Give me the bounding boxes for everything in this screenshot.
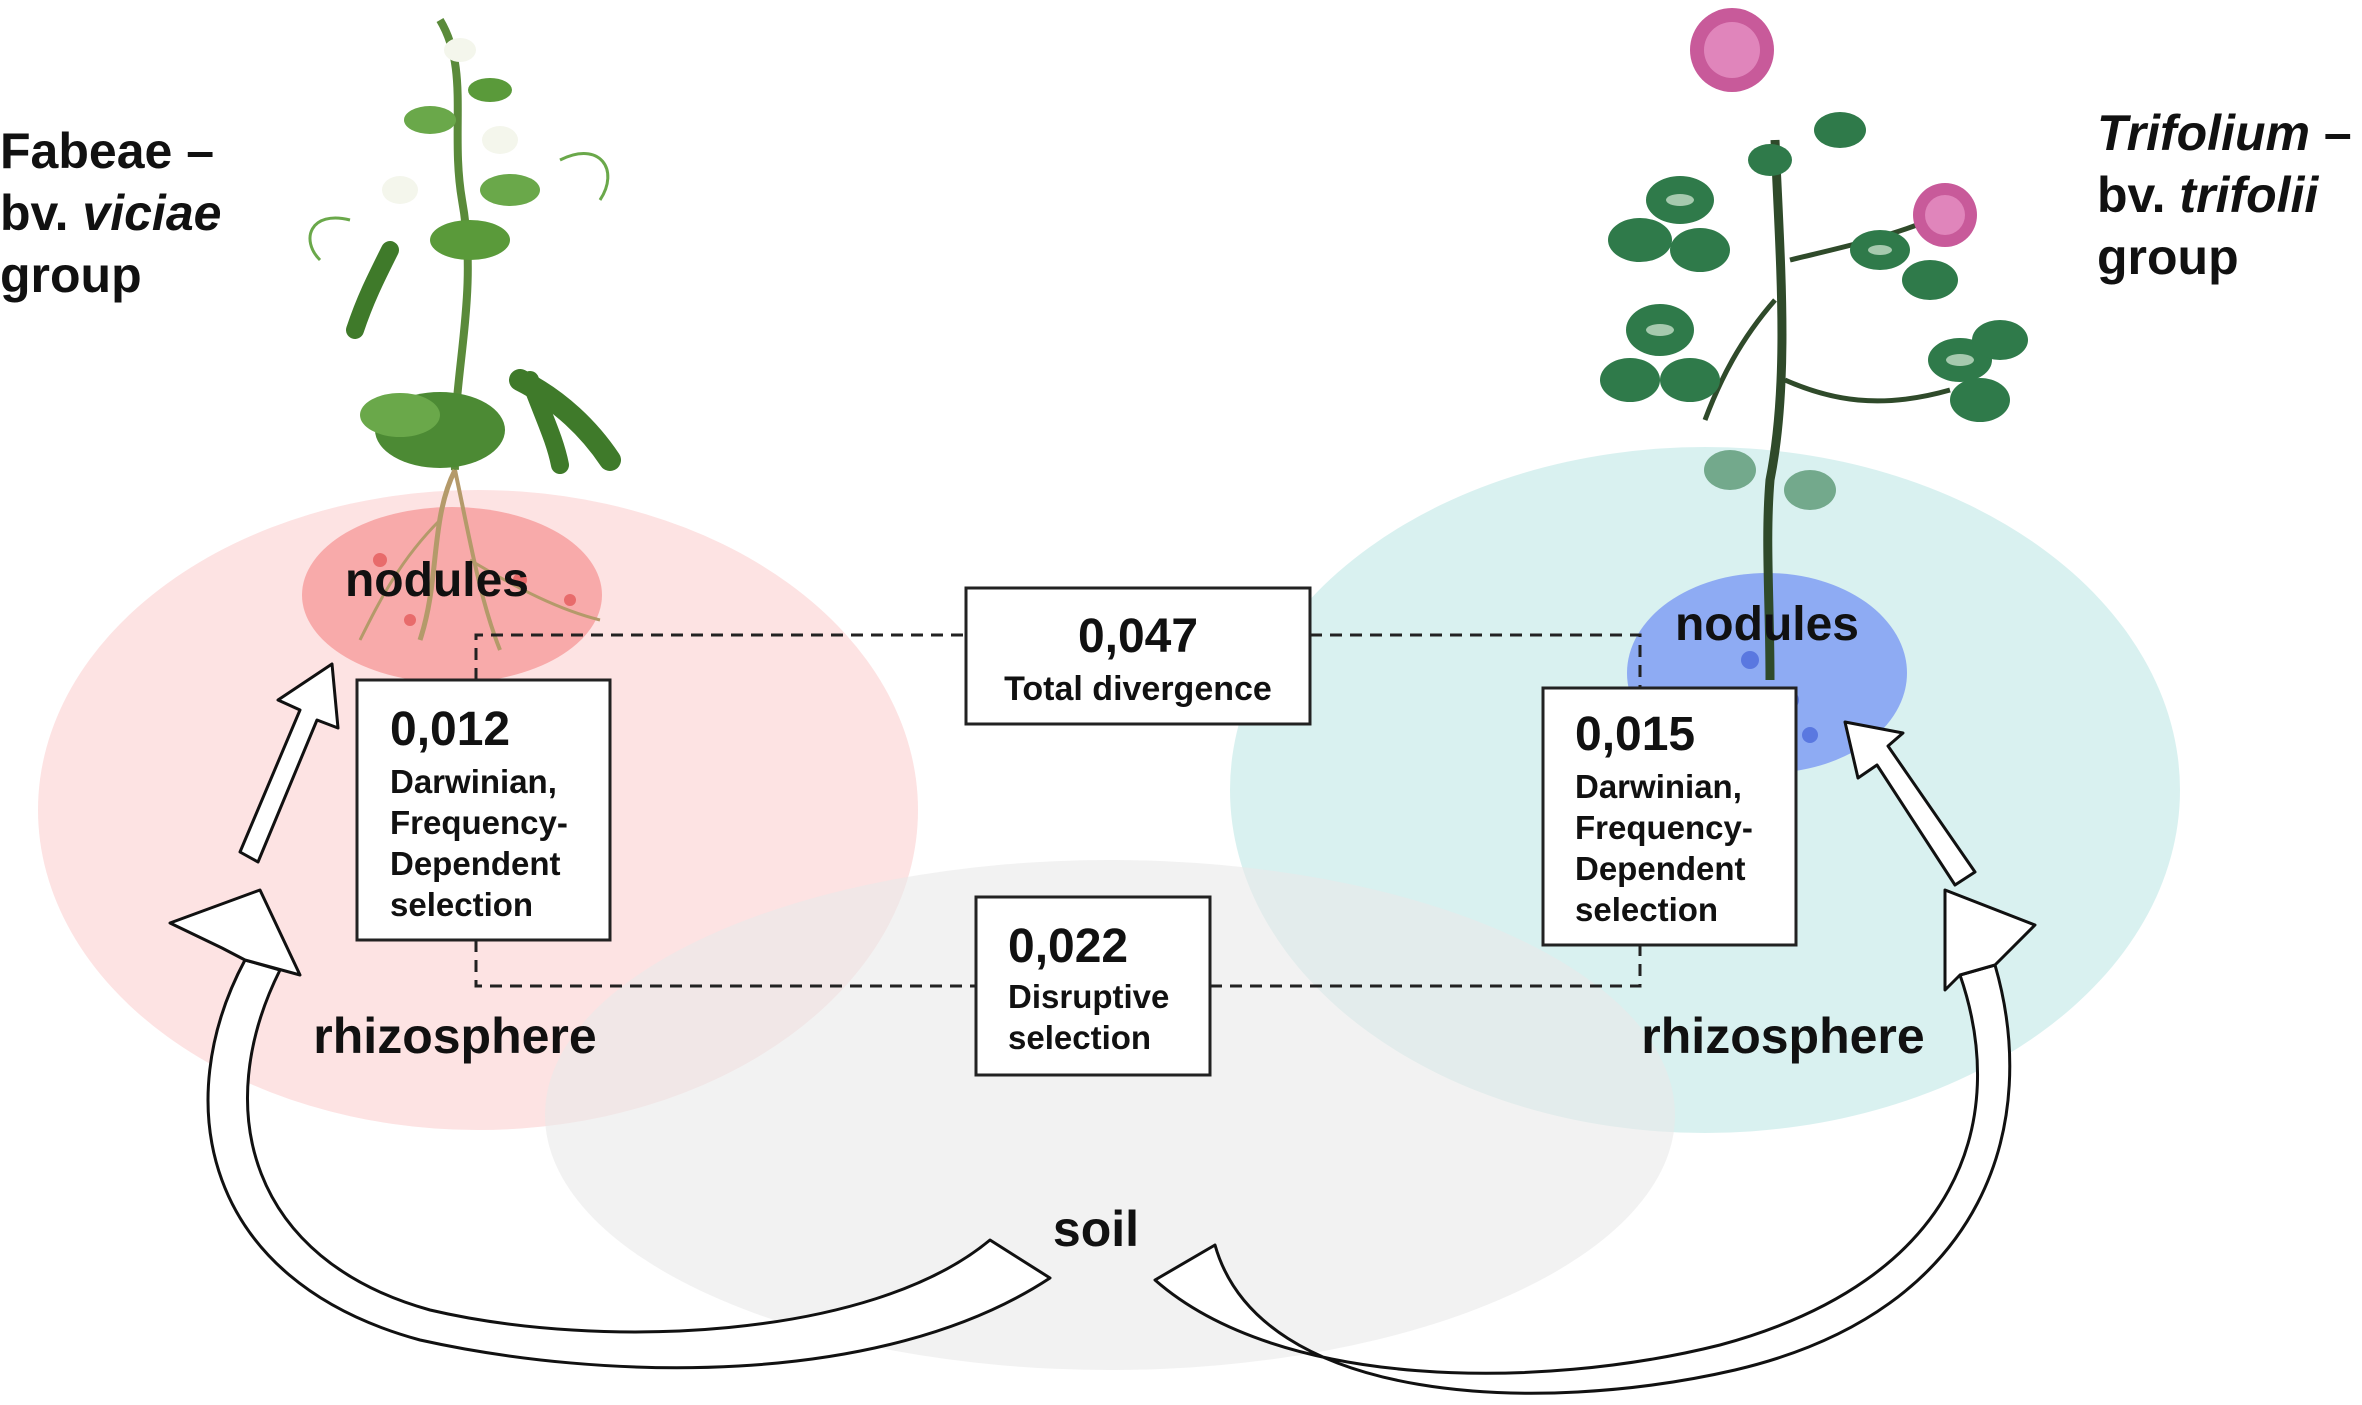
disruptive-selection-value: 0,022: [1008, 920, 1128, 973]
total-divergence-label: Total divergence: [1004, 670, 1272, 708]
left-rhizosphere-label: rhizosphere: [313, 1008, 596, 1064]
left-nodules-label: nodules: [345, 554, 529, 607]
left-selection-value: 0,012: [390, 703, 510, 756]
right-selection-line: Dependent: [1575, 850, 1746, 887]
left-group-line-1: Fabeae –: [0, 123, 215, 179]
right-rhizosphere-to-nodules-arrow: [1843, 720, 1977, 887]
left-group-bv: bv.: [0, 185, 83, 241]
right-rhizosphere-label: rhizosphere: [1641, 1008, 1924, 1064]
left-selection-line: Frequency-: [390, 804, 568, 841]
right-soil-to-rhizosphere-arrow: [1153, 888, 2037, 1395]
right-selection-line: Darwinian,: [1575, 768, 1742, 805]
left-selection-line: selection: [390, 886, 533, 923]
right-group-line-2: bv. trifolii: [2097, 164, 2352, 226]
total-divergence-box: [964, 586, 1312, 726]
left-group-label: Fabeae – bv. viciae group: [0, 120, 221, 306]
right-group-label: Trifolium – bv. trifolii group: [2097, 102, 2352, 288]
right-selection-value: 0,015: [1575, 708, 1695, 761]
left-soil-to-rhizosphere-arrow: [168, 888, 1052, 1370]
right-group-biovar: trifolii: [2179, 167, 2319, 223]
total-divergence-value: 0,047: [1078, 610, 1198, 663]
left-selection-box: [355, 678, 612, 942]
clover-plant-icon: [1600, 8, 2028, 743]
disruptive-selection-box: [974, 895, 1212, 1077]
left-selection-line: Darwinian,: [390, 763, 557, 800]
right-group-bv: bv.: [2097, 167, 2180, 223]
left-group-biovar: viciae: [82, 185, 222, 241]
right-group-line-3: group: [2097, 229, 2239, 285]
right-selection-line: selection: [1575, 891, 1718, 928]
right-selection-line: Frequency-: [1575, 809, 1753, 846]
dashed-connectors: [474, 633, 1642, 988]
soil-label: soil: [1053, 1201, 1139, 1257]
right-group-line-1: Trifolium –: [2097, 102, 2352, 164]
right-group-dash: –: [2309, 105, 2352, 161]
left-nodules-region: [302, 507, 602, 683]
left-selection-line: Dependent: [390, 845, 561, 882]
left-rhizosphere-to-nodules-arrow: [238, 662, 340, 864]
left-group-line-3: group: [0, 247, 142, 303]
disruptive-selection-line: selection: [1008, 1019, 1151, 1056]
disruptive-selection-line: Disruptive: [1008, 978, 1169, 1015]
right-selection-box: [1541, 686, 1798, 947]
right-group-genus: Trifolium: [2097, 105, 2310, 161]
left-group-line-2: bv. viciae: [0, 182, 221, 244]
right-nodules-label: nodules: [1675, 598, 1859, 651]
pea-plant-icon: [308, 17, 621, 651]
